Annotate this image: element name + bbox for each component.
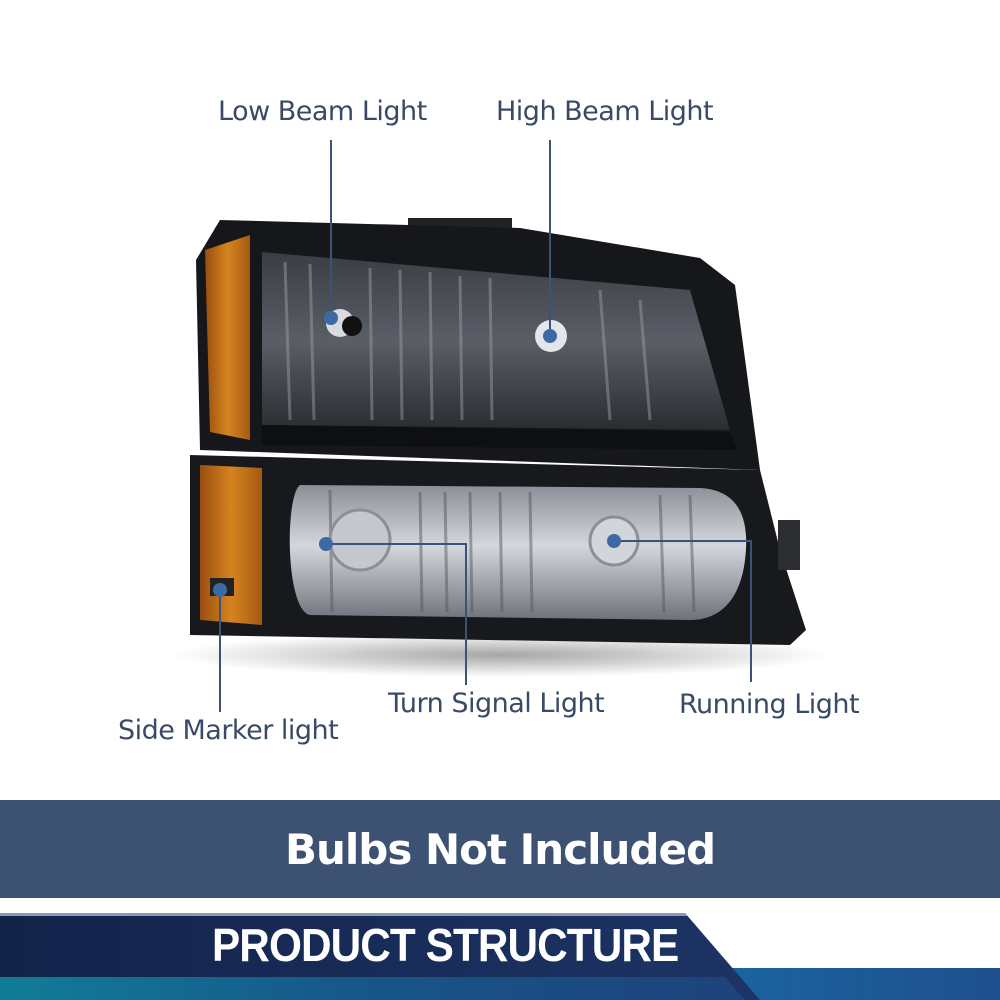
high-beam-label: High Beam Light [496,96,714,127]
headlight-assembly-image [170,218,830,677]
bulbs-notice-text: Bulbs Not Included [284,824,716,874]
high-beam-callout-dot [543,329,557,343]
product-structure-banner [0,900,1000,1000]
headlight-housing [196,218,760,470]
running-light-callout-line [750,540,752,682]
side-marker-label: Side Marker light [118,715,339,746]
turn-signal-callout-hline [326,543,467,545]
running-light-callout-dot [607,534,621,548]
high-beam-callout-line [549,140,551,336]
low-beam-label: Low Beam Light [218,96,427,127]
park-lamp-housing [190,455,806,645]
running-light-callout-hline [614,540,752,542]
turn-signal-callout-dot [319,537,333,551]
side-marker-callout-line [219,590,221,712]
low-beam-callout-line [330,140,332,318]
running-light-label: Running Light [679,689,860,720]
turn-signal-label: Turn Signal Light [388,688,605,719]
turn-signal-callout-line [465,543,467,685]
product-structure-title: PRODUCT STRUCTURE [212,919,679,971]
side-marker-callout-dot [213,583,227,597]
bulbs-not-included-banner: Bulbs Not Included [0,800,1000,898]
low-beam-callout-dot [324,311,338,325]
